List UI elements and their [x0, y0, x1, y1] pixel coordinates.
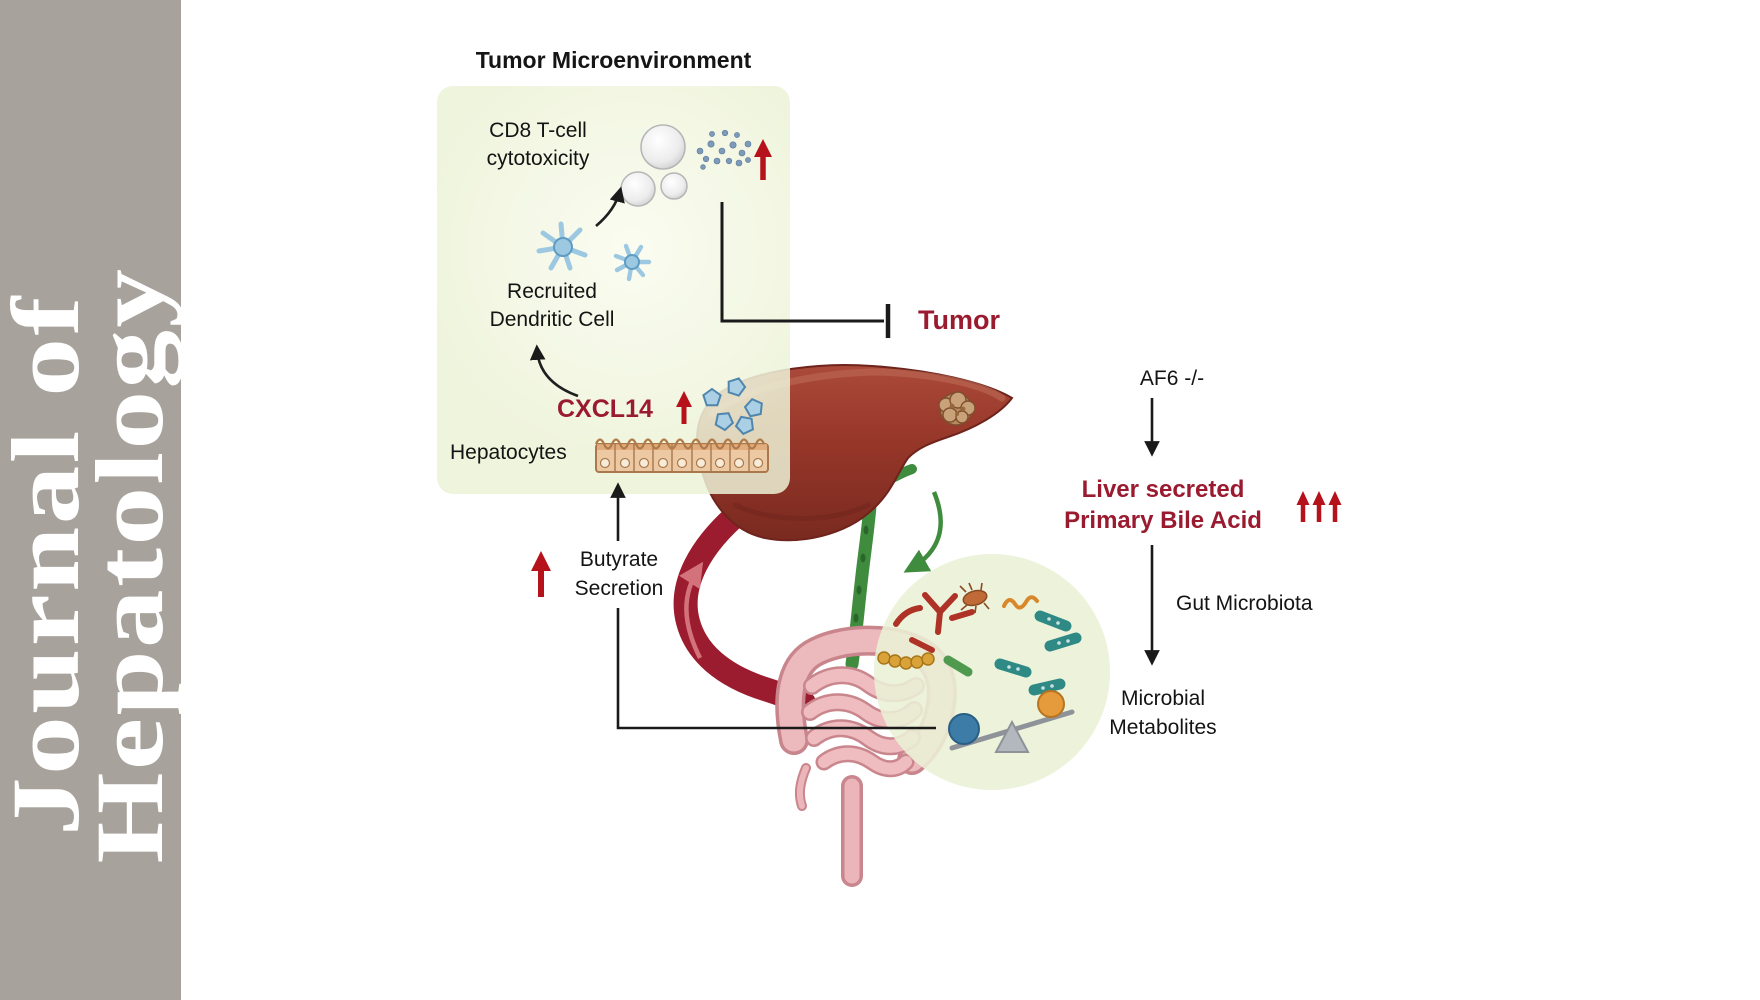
- hepatocyte-layer-icon: [594, 438, 769, 473]
- cxcl14-label: CXCL14: [557, 395, 653, 423]
- bile-acid-triple-up-arrow: [1296, 491, 1342, 522]
- af6-knockout-label: AF6 -/-: [1139, 367, 1205, 390]
- green-bacterium-icon: [943, 655, 973, 677]
- tme-title: Tumor Microenvironment: [475, 47, 752, 73]
- yellow-bacterium-icon: [877, 651, 935, 670]
- microbiota-circle: [874, 554, 1110, 790]
- bile-flow-arrow: [903, 491, 943, 573]
- butyrate-secretion-label: Butyrate Secretion: [574, 548, 664, 600]
- spiral-bacterium-icon: [1002, 595, 1039, 610]
- tumor-label: Tumor: [918, 305, 1000, 335]
- cxcl14-up-arrow: [676, 391, 692, 424]
- inhibition-line: [720, 202, 891, 338]
- granule-dots-icon: [696, 129, 752, 170]
- butyrate-line: [610, 482, 936, 730]
- cxcl14-to-dendritic-arrow: [529, 344, 579, 398]
- portal-flow-arrow: [679, 561, 704, 660]
- tick-bacterium-icon: [959, 582, 990, 614]
- journal-sidebar: Journal of Hepatology: [0, 0, 183, 1000]
- cxcl14-molecule-icon: [702, 377, 763, 436]
- bacteria-icons: [877, 582, 1082, 696]
- primary-bile-acid-label: Liver secreted Primary Bile Acid: [1064, 476, 1262, 534]
- hepatocytes-label: Hepatocytes: [450, 441, 567, 464]
- butyrate-up-arrow: [531, 551, 551, 597]
- microbial-metabolites-label: Microbial Metabolites: [1109, 687, 1217, 739]
- seesaw-balance-icon: [948, 690, 1075, 753]
- red-bacteria-icon: [893, 592, 975, 653]
- tumor-nodule-icon: [938, 391, 976, 426]
- cytotoxicity-up-arrow: [754, 139, 772, 180]
- tumor-microenvironment-panel: [437, 86, 790, 494]
- dendritic-cell-icon: [536, 221, 652, 282]
- dendritic-cell-label: Recruited Dendritic Cell: [489, 280, 615, 331]
- t-cell-icon: [620, 124, 688, 207]
- gut-microbiota-label: Gut Microbiota: [1176, 592, 1313, 615]
- dendritic-to-tcell-arrow: [595, 186, 625, 227]
- cd8-cytotoxicity-label: CD8 T-cell cytotoxicity: [486, 119, 590, 170]
- blue-metabolite-icon: [948, 713, 980, 745]
- teal-bacteria-icon: [994, 610, 1082, 696]
- orange-metabolite-icon: [1037, 690, 1065, 718]
